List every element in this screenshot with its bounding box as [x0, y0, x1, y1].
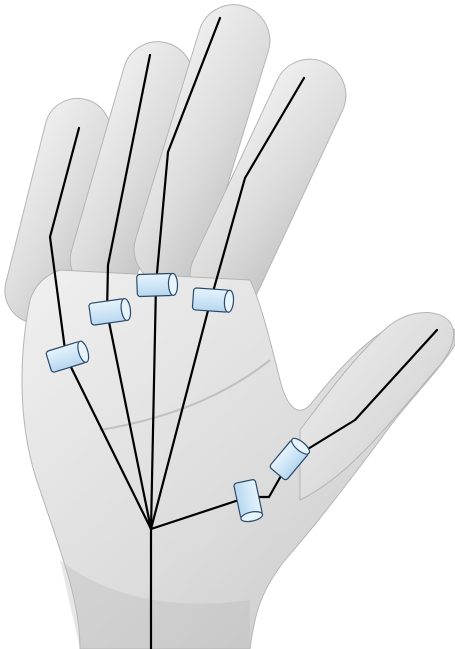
- index-finger-joint: [192, 288, 234, 313]
- middle-finger-joint: [137, 273, 178, 296]
- thumb: [300, 313, 454, 500]
